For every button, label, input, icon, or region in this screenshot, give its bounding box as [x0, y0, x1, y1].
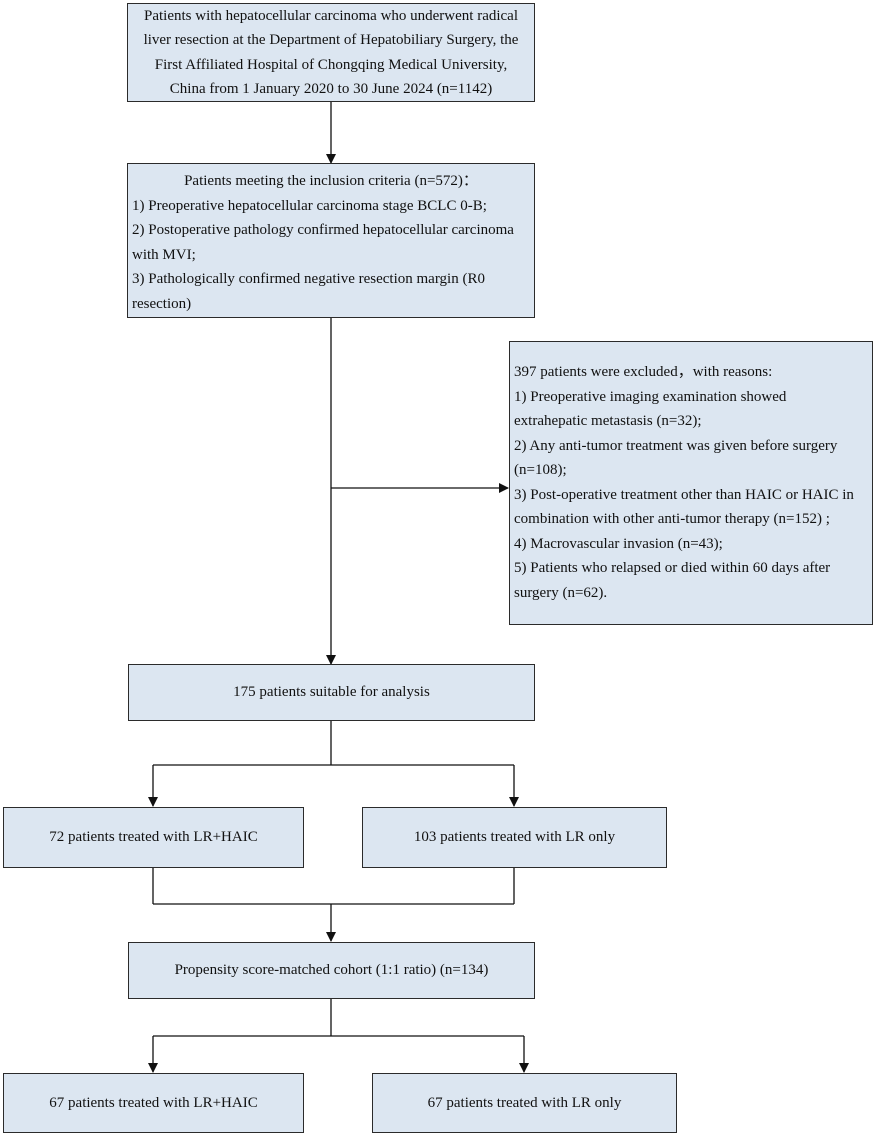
psm-lr-haic-text: 67 patients treated with LR+HAIC	[49, 1094, 258, 1111]
source-line: Patients with hepatocellular carcinoma w…	[143, 7, 519, 24]
inclusion-line: with MVI;	[132, 246, 196, 263]
exclusion-line: (n=108);	[514, 462, 567, 478]
inclusion-heading: Patients meeting the inclusion criteria …	[184, 173, 478, 189]
source-line: liver resection at the Department of Hep…	[143, 32, 519, 48]
exclusion-line: 5) Patients who relapsed or died within …	[514, 560, 831, 576]
lr-only-box: 103 patients treated with LR only	[362, 807, 667, 868]
exclusion-line: 3) Post-operative treatment other than H…	[514, 486, 854, 503]
exclusion-line: surgery (n=62).	[514, 584, 608, 601]
psm-lr-only-box: 67 patients treated with LR only	[372, 1073, 677, 1133]
psm-lr-haic-box: 67 patients treated with LR+HAIC	[3, 1073, 304, 1133]
inclusion-criteria-box: Patients meeting the inclusion criteria …	[127, 163, 535, 318]
exclusion-line: combination with other anti-tumor therap…	[514, 511, 830, 527]
lr-haic-text: 72 patients treated with LR+HAIC	[49, 829, 258, 846]
psm-cohort-box: Propensity score-matched cohort (1:1 rat…	[128, 942, 535, 999]
inclusion-line: resection)	[132, 295, 192, 312]
lr-only-text: 103 patients treated with LR only	[413, 829, 616, 846]
exclusion-heading: 397 patients were excluded，with reasons:	[514, 364, 773, 380]
psm-cohort-text: Propensity score-matched cohort (1:1 rat…	[174, 962, 489, 979]
lr-haic-box: 72 patients treated with LR+HAIC	[3, 807, 304, 868]
source-population-box: Patients with hepatocellular carcinoma w…	[127, 3, 535, 102]
psm-lr-only-text: 67 patients treated with LR only	[427, 1094, 622, 1111]
exclusion-line: 1) Preoperative imaging examination show…	[514, 388, 787, 405]
source-line: First Affiliated Hospital of Chongqing M…	[154, 56, 508, 73]
exclusion-line: 4) Macrovascular invasion (n=43);	[514, 535, 723, 552]
analysis-text: 175 patients suitable for analysis	[233, 684, 430, 701]
analysis-box: 175 patients suitable for analysis	[128, 664, 535, 721]
source-line: China from 1 January 2020 to 30 June 202…	[169, 81, 493, 97]
inclusion-line: 2) Postoperative pathology confirmed hep…	[132, 222, 514, 238]
exclusion-line: extrahepatic metastasis (n=32);	[514, 413, 702, 429]
inclusion-line: 3) Pathologically confirmed negative res…	[132, 271, 485, 287]
inclusion-line: 1) Preoperative hepatocellular carcinoma…	[132, 197, 487, 214]
exclusion-box: 397 patients were excluded，with reasons:…	[509, 341, 873, 625]
source-population-text: Patients with hepatocellular carcinoma w…	[144, 4, 519, 102]
exclusion-line: 2) Any anti-tumor treatment was given be…	[514, 437, 838, 454]
